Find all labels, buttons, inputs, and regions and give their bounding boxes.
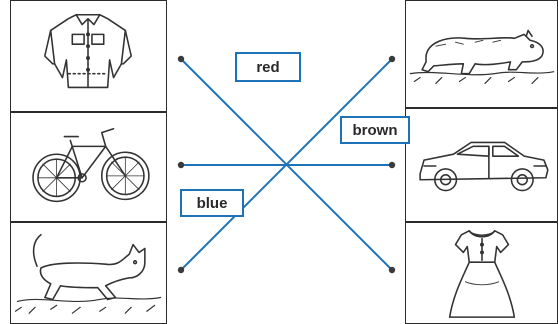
dot-right-top[interactable] (388, 55, 396, 63)
dress-icon (448, 230, 516, 318)
label-red: red (235, 52, 301, 82)
label-blue: blue (180, 189, 244, 217)
shirt-picture-box (10, 0, 167, 112)
car-picture-box (405, 108, 558, 222)
shirt-icon (44, 13, 133, 89)
dress-picture-box (405, 222, 558, 324)
label-brown: brown (340, 116, 410, 144)
dot-left-top[interactable] (177, 55, 185, 63)
cat-picture-box (10, 222, 167, 324)
car-icon (419, 141, 549, 192)
dot-right-middle[interactable] (388, 161, 396, 169)
dot-right-bottom[interactable] (388, 266, 396, 274)
cat-icon (14, 233, 162, 314)
bear-icon (409, 29, 555, 85)
bicycle-icon (32, 127, 150, 203)
dot-left-middle[interactable] (177, 161, 185, 169)
bicycle-picture-box (10, 112, 167, 222)
dot-left-bottom[interactable] (177, 266, 185, 274)
